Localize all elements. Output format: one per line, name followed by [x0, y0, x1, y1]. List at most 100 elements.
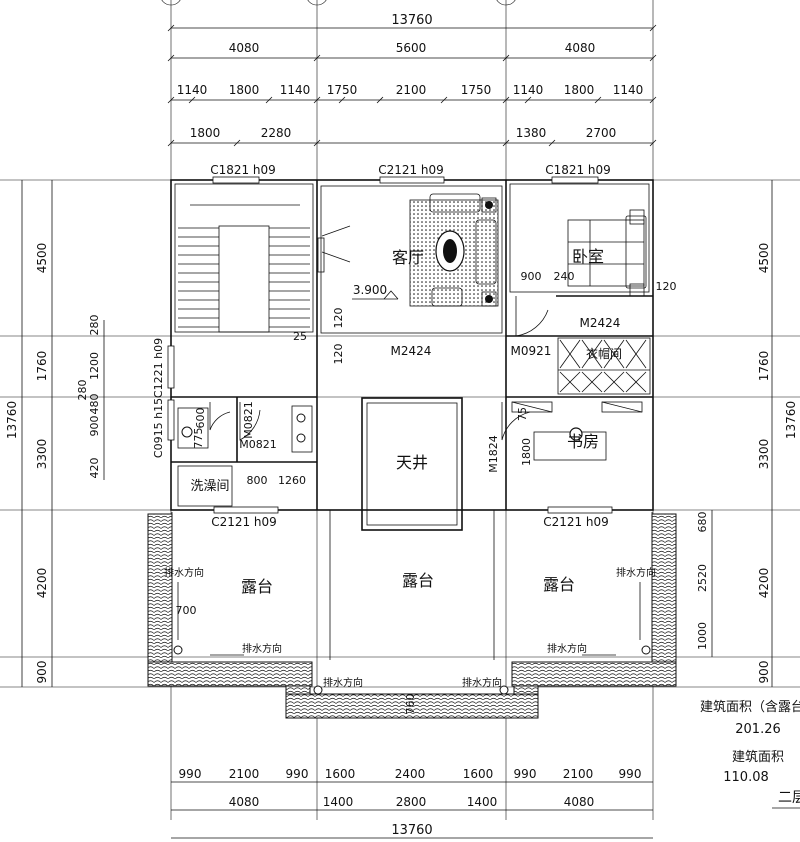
left-dimensions: 13760 4500 1760 3300 4200 900 280 1200 2… [5, 180, 105, 687]
dimension-tick [233, 139, 241, 147]
door-labels: M2424 M2424 M0921 M0821 M0821 M1824 [239, 316, 620, 473]
dim-top-row2-3: 1750 [327, 83, 358, 97]
dimension-tick [167, 139, 175, 147]
room-label-courtyard: 天井 [396, 453, 428, 472]
dim-left-inner-5: 420 [88, 458, 101, 479]
closet-hatch [581, 371, 603, 393]
drain-labels: 排水方向 排水方向 排水方向 排水方向 排水方向 排水方向 [164, 566, 656, 695]
room-label-bedroom: 卧室 [572, 247, 604, 266]
bottom-dimensions: 990 2100 990 1600 2400 1600 990 2100 990… [171, 767, 653, 839]
drain-label-bottom-right: 排水方向 [547, 642, 587, 655]
dim-right-outer-2: 3300 [757, 439, 771, 470]
dim-bottom-row1-4: 2400 [395, 767, 426, 781]
window-markers [167, 176, 613, 514]
dim-top-row2-7: 1800 [564, 83, 595, 97]
dim-left-outer-3: 4200 [35, 568, 49, 599]
footer-title: 二层 [778, 790, 800, 806]
dimension-tick [313, 139, 321, 147]
elevation-label: 3.900 [353, 283, 387, 297]
room-label-closet: 衣帽间 [586, 346, 622, 361]
dim-top-row1-1: 5600 [396, 41, 427, 55]
window-label-top-left: C1821 h09 [210, 163, 276, 177]
window-label-mid-left: C2121 h09 [211, 515, 277, 529]
dim-top-total: 13760 [391, 13, 432, 28]
inner-label-120-a: 120 [332, 308, 345, 329]
door-label-wardrobe: M2424 [580, 316, 621, 330]
dim-top-row2-2: 1140 [280, 83, 311, 97]
door-label-living: M2424 [391, 344, 432, 358]
dimension-tick [313, 54, 321, 62]
dim-top-row2-5: 1750 [461, 83, 492, 97]
dim-bottom-row1-0: 990 [179, 767, 202, 781]
inner-label-775: 775 [192, 428, 205, 449]
dim-top-row1-2: 4080 [565, 41, 596, 55]
inner-label-600: 600 [194, 408, 207, 429]
closet-hatch [559, 339, 581, 369]
dim-left-outer-4: 900 [35, 661, 49, 684]
door-label-study: M1824 [487, 435, 500, 473]
dim-top-row3-left-1: 2280 [261, 126, 292, 140]
dimension-tick [548, 139, 556, 147]
dim-top-row2-4: 2100 [396, 83, 427, 97]
dimension-tick [376, 96, 384, 104]
dimension-tick [265, 96, 273, 104]
dim-bottom-row2-4: 4080 [564, 795, 595, 809]
dim-right-total: 13760 [784, 401, 798, 439]
dim-top-row2-0: 1140 [177, 83, 208, 97]
dim-bottom-total: 13760 [391, 823, 432, 838]
door-label-bath-1: M0821 [242, 401, 255, 439]
window-label-left-side-1: C1221 h09 [152, 338, 165, 398]
room-label-study: 书房 [567, 432, 599, 451]
dim-right-outer-1: 1760 [757, 351, 771, 382]
closet-hatch [603, 371, 625, 393]
dim-left-inner-1: 1200 [88, 352, 101, 380]
area-total-label: 建筑面积（含露台） [700, 699, 800, 715]
drain-label-left: 排水方向 [164, 566, 204, 579]
inner-label-700: 700 [176, 604, 197, 617]
inner-label-25: 25 [293, 330, 307, 343]
inner-label-1800: 1800 [520, 438, 533, 466]
dim-right-inner-1: 2520 [696, 564, 709, 592]
dimension-tick [338, 96, 346, 104]
dim-right-inner-2: 1000 [696, 622, 709, 650]
area-total-value: 201.26 [735, 722, 781, 737]
dim-left-inner-4: 900 [88, 416, 101, 437]
dim-bottom-row2-2: 2800 [396, 795, 427, 809]
dim-top-row3-right-1: 2700 [586, 126, 617, 140]
dim-left-outer-0: 4500 [35, 243, 49, 274]
room-label-living: 客厅 [392, 248, 424, 267]
dimension-tick [649, 139, 657, 147]
door-label-bedroom: M0921 [511, 344, 552, 358]
closet-hatch [625, 339, 647, 369]
closet-hatch [559, 371, 581, 393]
terrace-parapet [147, 513, 677, 719]
dim-bottom-row1-5: 1600 [463, 767, 494, 781]
dimension-tick [502, 54, 510, 62]
closet-hatch [625, 371, 647, 393]
dimension-tick [649, 96, 657, 104]
bathroom-fixtures [177, 405, 313, 507]
inner-label-800: 800 [247, 474, 268, 487]
area-summary: 建筑面积（含露台） 201.26 建筑面积 110.08 二层 [700, 699, 800, 809]
dim-bottom-row2-3: 1400 [467, 795, 498, 809]
drain-label-bottom-left: 排水方向 [242, 642, 282, 655]
room-labels: 客厅 卧室 衣帽间 书房 洗澡间 天井 露台 露台 露台 [190, 247, 622, 596]
dim-bottom-row2-1: 1400 [323, 795, 354, 809]
misc-labels: 3.900 120 120 120 25 900 240 1800 75 800… [176, 270, 677, 715]
dim-top-row2-1: 1800 [229, 83, 260, 97]
dim-bottom-row1-3: 1600 [325, 767, 356, 781]
inner-label-1260: 1260 [278, 474, 306, 487]
dim-bottom-row1-8: 990 [619, 767, 642, 781]
door-label-bath-2: M0821 [239, 438, 277, 451]
dim-top-row3-left-0: 1800 [190, 126, 221, 140]
staircase [178, 204, 310, 333]
dim-right-outer-0: 4500 [757, 243, 771, 274]
dimension-tick [594, 96, 602, 104]
room-label-bath: 洗澡间 [190, 479, 229, 494]
inner-label-760: 760 [404, 694, 417, 715]
dimension-tick [167, 96, 175, 104]
inner-label-900: 900 [521, 270, 542, 283]
study-furniture [511, 401, 643, 461]
bedroom-furniture [567, 209, 647, 297]
